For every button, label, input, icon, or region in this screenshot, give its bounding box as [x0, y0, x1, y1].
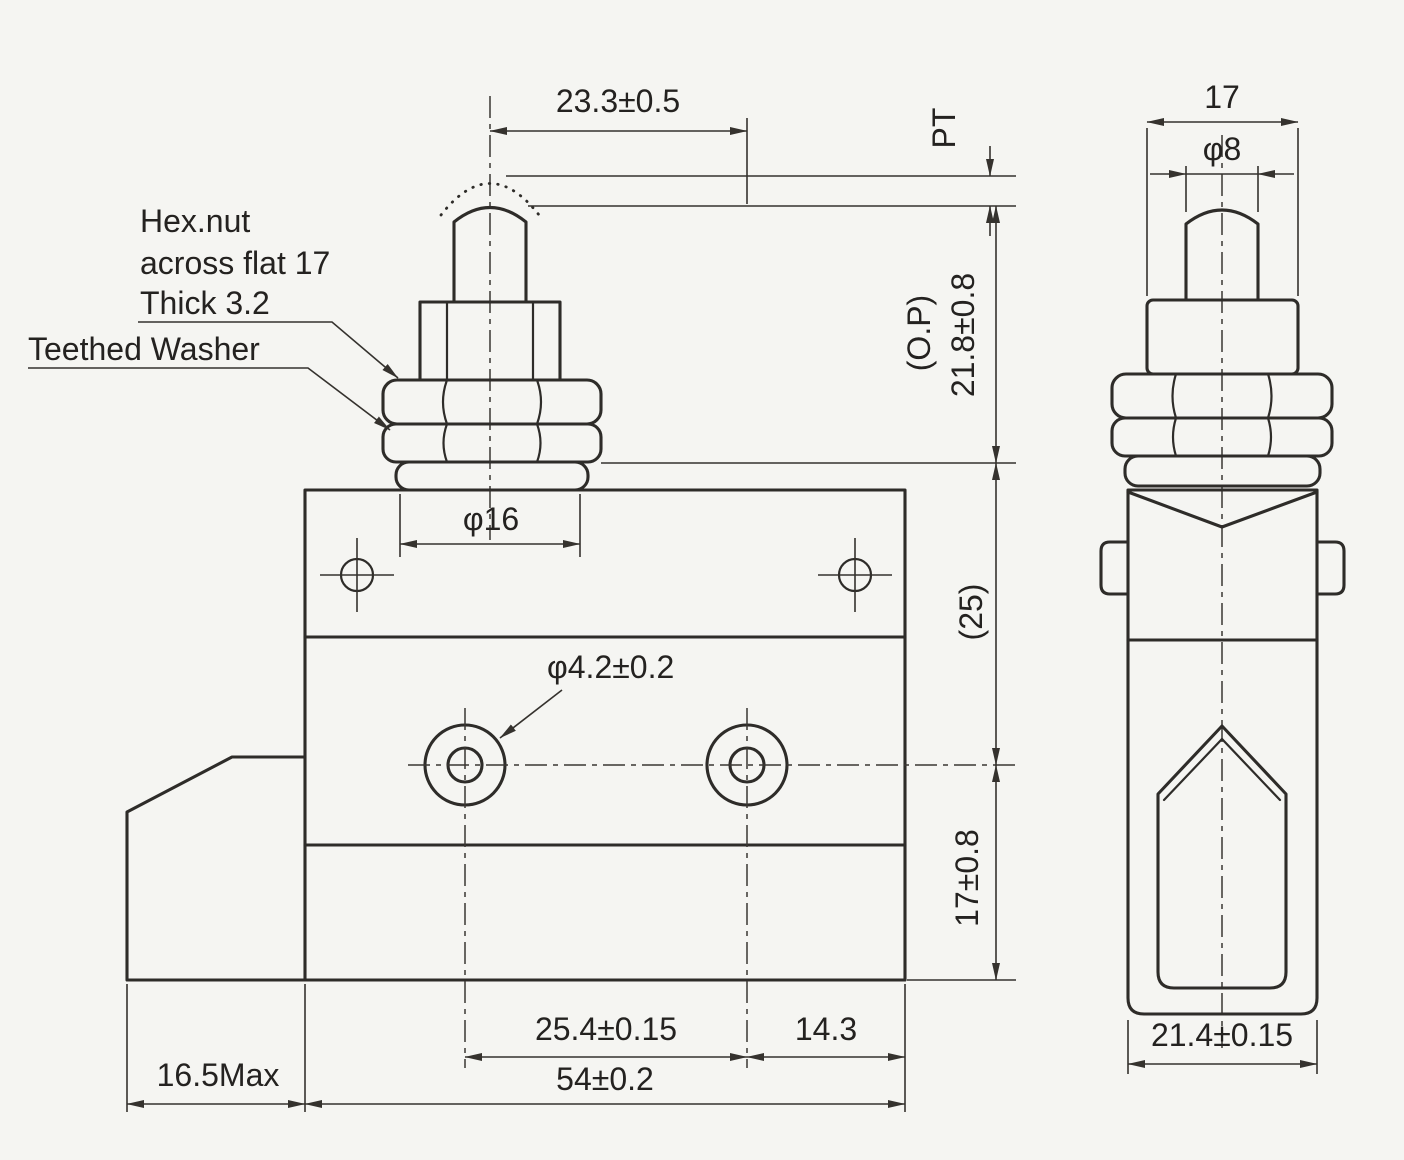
panel-nut-facets [445, 300, 535, 382]
dimension-16-5 [126, 984, 306, 1112]
dimension-21-4 [1127, 1020, 1318, 1074]
screw-hole-crosshair [320, 538, 394, 612]
switch-body [303, 488, 907, 982]
operating-position-label: (O.P) [901, 295, 937, 371]
side-washer-flange [1123, 454, 1322, 488]
dim-text-body-width: 54±0.2 [556, 1061, 654, 1097]
dimension-21-8 [601, 205, 1016, 464]
side-tab-left [1099, 540, 1130, 596]
side-view [1099, 135, 1346, 1048]
side-washer-row1-facets [1171, 372, 1273, 420]
hex-nut-leader [138, 321, 399, 379]
hex-nut [381, 378, 603, 426]
terminal-cover-inner-chamfer [1162, 737, 1282, 802]
label-leaders [28, 321, 399, 431]
teethed-washer-leader [28, 367, 391, 431]
leader-phi4-2 [499, 689, 563, 739]
dim-text-hole-spacing: 25.4±0.15 [535, 1011, 677, 1047]
dim-text-op-height: 21.8±0.8 [945, 273, 981, 397]
panel-nut [418, 300, 562, 382]
dim-text-plate-to-hole: (25) [953, 584, 989, 641]
dim-text-bushing-dia: φ16 [463, 501, 519, 537]
teethed-washer [381, 422, 603, 464]
dimension-17-bottom [907, 764, 1016, 981]
dimension-14-3 [746, 984, 906, 1112]
pre-travel-label: PT [926, 108, 962, 149]
annotation-text: Hex.nut across flat 17 Thick 3.2 Teethed… [28, 79, 1293, 1097]
side-tab-right [1315, 540, 1346, 596]
teethed-washer-facets [442, 422, 542, 464]
hex-nut-facets [441, 378, 543, 426]
plunger-free-position-arc [439, 182, 541, 217]
side-washer-row2-facets [1171, 416, 1273, 458]
dim-text-plunger-dia: φ8 [1203, 131, 1242, 167]
dimension-23-3 [489, 118, 748, 204]
terminal-cover-outline [1156, 724, 1288, 990]
dimension-side-17 [1146, 118, 1299, 296]
screw-hole-crosshair [818, 538, 892, 612]
front-view [125, 96, 1016, 1068]
dim-text-plunger-to-hole: 23.3±0.5 [556, 83, 680, 119]
side-plunger [1184, 208, 1260, 302]
dim-text-gland-length: 16.5Max [157, 1057, 280, 1093]
screw-cross-hole-right [818, 538, 892, 612]
cable-gland [125, 755, 307, 982]
hex-nut-label-line1: Hex.nut [140, 203, 250, 239]
washer-flange [394, 460, 590, 492]
dim-text-hole-to-edge: 14.3 [795, 1011, 857, 1047]
hex-nut-label-line2: across flat 17 [140, 245, 330, 281]
pt-reference [506, 146, 1016, 236]
screw-cross-hole-left [320, 538, 394, 612]
plunger [452, 205, 528, 304]
hole-dia-leader [499, 689, 563, 739]
dim-text-hole-to-bottom: 17±0.8 [949, 829, 985, 927]
dimension-phi8 [1150, 166, 1294, 212]
teethed-washer-label: Teethed Washer [28, 331, 260, 367]
side-bracket-fold [1126, 490, 1319, 529]
hex-nut-label-line3: Thick 3.2 [140, 285, 270, 321]
side-body [1126, 488, 1319, 1016]
dim-text-nut-across-flats: 17 [1204, 79, 1240, 115]
dimension-phi16 [399, 494, 581, 557]
dim-text-mount-hole-dia: φ4.2±0.2 [547, 649, 674, 685]
dim-text-body-depth: 21.4±0.15 [1151, 1017, 1293, 1053]
